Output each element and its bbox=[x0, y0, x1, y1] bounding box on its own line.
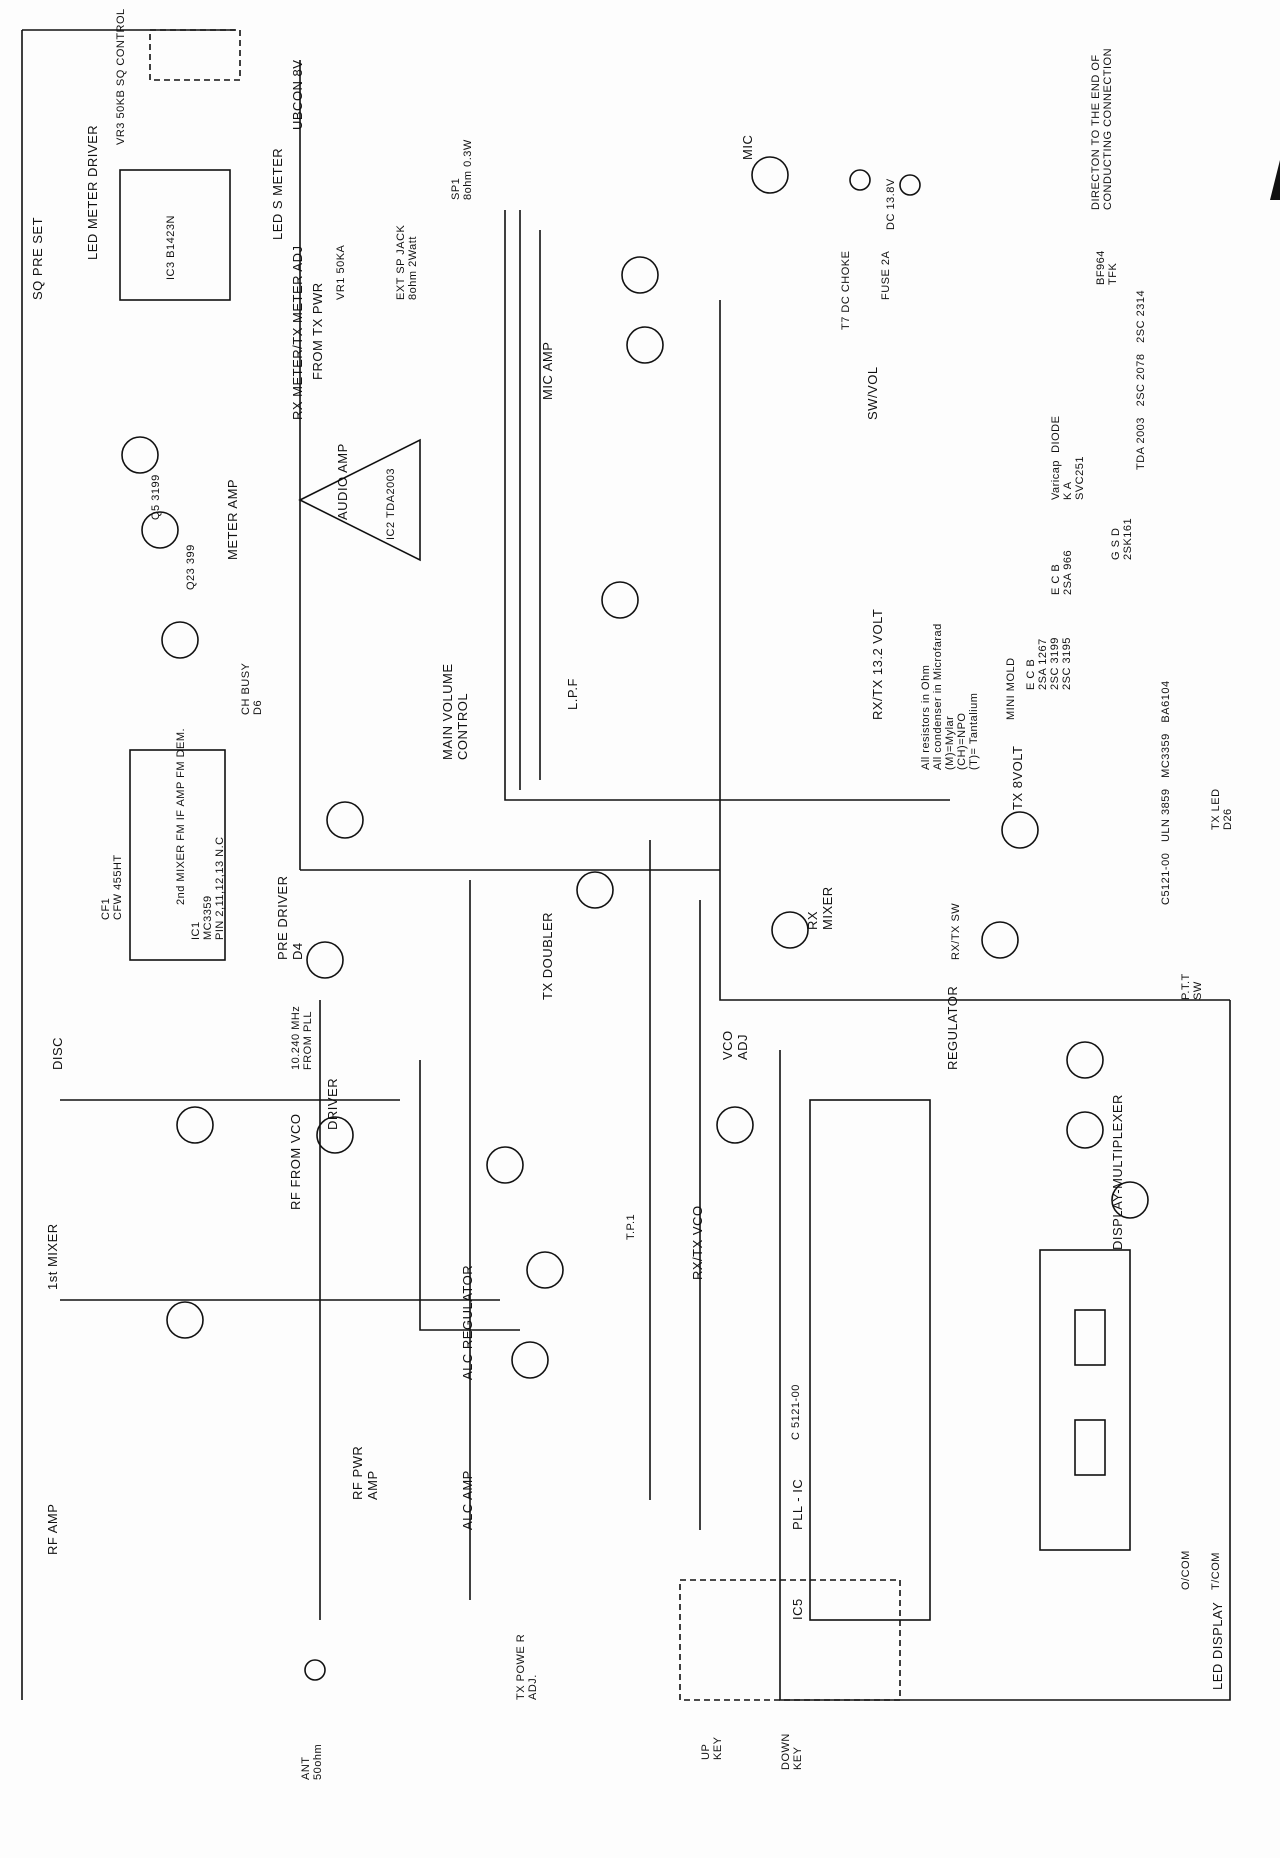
label-o-com: O/COM bbox=[1180, 1550, 1192, 1590]
seven-seg-2 bbox=[1074, 1419, 1106, 1476]
label-notes: All resistors in Ohm All condenser in Mi… bbox=[920, 623, 980, 770]
label-rx-mixer: RX MIXER bbox=[805, 886, 835, 930]
label-bf964: BF964 TFK bbox=[1095, 250, 1119, 285]
label-dc: DC 13.8V bbox=[885, 178, 897, 230]
label-tx-power-adj: TX POWE R ADJ. bbox=[515, 1633, 539, 1700]
label-rf-pwr-amp: RF PWR AMP bbox=[350, 1445, 380, 1500]
page-corner-mark bbox=[1270, 80, 1280, 200]
ic1-body bbox=[129, 749, 226, 961]
ant-connector bbox=[304, 1659, 326, 1681]
label-ic1-func: 2nd MIXER FM IF AMP FM DEM. bbox=[175, 727, 187, 905]
rf-chain bbox=[60, 1000, 500, 1620]
ic5-body bbox=[809, 1099, 931, 1621]
label-ic-pinouts: C5121-00 ULN 3859 MC3359 BA6104 bbox=[1160, 680, 1172, 905]
label-q23: Q23 399 bbox=[185, 544, 197, 590]
label-tp1: T.P.1 bbox=[625, 1213, 637, 1240]
label-mini-mold-parts: E C B 2SA 1267 2SC 3199 2SC 3195 bbox=[1025, 637, 1073, 690]
label-ant: ANT 50ohm bbox=[300, 1743, 324, 1780]
label-mic: MIC bbox=[740, 134, 755, 160]
audio-bus bbox=[504, 210, 950, 801]
pll-bus bbox=[779, 1000, 1231, 1701]
label-ptt: P.T.T SW bbox=[1180, 973, 1204, 1000]
label-meter-adj: RX METER/TX METER ADJ bbox=[290, 245, 305, 420]
label-direction-note: DIRECTON TO THE END OF CONDUCTING CONNEC… bbox=[1090, 47, 1114, 210]
label-rxtx-vco: RX/TX VCO bbox=[690, 1205, 705, 1280]
led-display-body bbox=[1039, 1249, 1131, 1551]
label-to92-parts: E C B 2SA 966 bbox=[1050, 549, 1074, 595]
label-down-key: DOWN KEY bbox=[780, 1733, 804, 1770]
label-pre-driver: PRE DRIVER D4 bbox=[275, 875, 305, 960]
sq-control-box bbox=[149, 29, 241, 81]
label-tx-led: TX LED D26 bbox=[1210, 788, 1234, 830]
key-box bbox=[679, 1579, 901, 1701]
fuse-terminal-minus bbox=[899, 174, 921, 196]
label-disc: DISC bbox=[50, 1036, 65, 1070]
label-fuse: FUSE 2A bbox=[880, 250, 892, 300]
label-ubcon: UBCON 8V bbox=[290, 59, 305, 130]
label-tx-doubler: TX DOUBLER bbox=[540, 911, 555, 1000]
label-c5121: C 5121-00 bbox=[790, 1384, 802, 1440]
label-meter-amp: METER AMP bbox=[225, 478, 240, 560]
label-tx-8volt: TX 8VOLT bbox=[1010, 745, 1025, 810]
label-alc-amp: ALC AMP bbox=[460, 1470, 475, 1530]
seven-seg-1 bbox=[1074, 1309, 1106, 1366]
label-ic5: IC5 bbox=[790, 1598, 805, 1620]
label-rf-from-vco: RF FROM VCO bbox=[288, 1113, 303, 1211]
label-rf-amp: RF AMP bbox=[45, 1503, 60, 1555]
label-mic-amp: MIC AMP bbox=[540, 341, 555, 400]
mic-symbol bbox=[751, 156, 789, 194]
supply-line-13v bbox=[719, 300, 1230, 1001]
label-led-s-meter: LED S METER bbox=[270, 147, 285, 240]
label-sq-pre-set: SQ PRE SET bbox=[30, 216, 45, 300]
transistors bbox=[121, 256, 1149, 1379]
supply-rail-top bbox=[22, 29, 720, 871]
label-pll-ic: PLL - IC bbox=[790, 1478, 805, 1530]
label-main-volume: MAIN VOLUME CONTROL bbox=[440, 663, 470, 760]
label-dc-choke: T7 DC CHOKE bbox=[840, 250, 852, 330]
label-alc-regulator: ALC REGULATOR bbox=[460, 1264, 475, 1380]
label-lpf: L.P.F bbox=[565, 678, 580, 710]
ic2-amplifier bbox=[298, 438, 421, 562]
ic3-body bbox=[119, 169, 231, 301]
label-ch-busy: CH BUSY D6 bbox=[240, 662, 264, 715]
label-rx-tx-sw: RX/TX SW bbox=[950, 902, 962, 960]
label-sq-control: VR3 50KB SQ CONTROL bbox=[115, 8, 127, 145]
label-audio-amp: AUDIO AMP bbox=[335, 443, 350, 520]
label-vr1: VR1 50KA bbox=[335, 244, 347, 300]
label-t-com: T/COM bbox=[1210, 1552, 1222, 1590]
label-from-pll: 10.240 MHz FROM PLL bbox=[290, 1005, 314, 1070]
label-power-parts: TDA 2003 2SC 2078 2SC 2314 bbox=[1135, 289, 1147, 470]
label-varicap: Varicap DIODE K A SVC251 bbox=[1050, 415, 1086, 500]
label-q5: Q5 3199 bbox=[150, 474, 162, 520]
label-mini-mold: MINI MOLD bbox=[1005, 657, 1017, 720]
label-ic1: IC1 MC3359 PIN 2,11,12,13 N.C bbox=[190, 836, 226, 940]
fuse-terminal-plus bbox=[849, 169, 871, 191]
label-display-mux: DISPLAY-MULTIPLEXER bbox=[1110, 1094, 1125, 1250]
label-led-display: LED DISPLAY bbox=[1210, 1601, 1225, 1690]
label-jfet: G S D 2SK161 bbox=[1110, 517, 1134, 560]
label-rxtx-volt: RX/TX 13.2 VOLT bbox=[870, 608, 885, 720]
label-driver: DRIVER bbox=[325, 1077, 340, 1130]
alc-line bbox=[419, 1060, 520, 1331]
label-vco-adj: VCO ADJ bbox=[720, 1030, 750, 1060]
bus-middle bbox=[469, 840, 701, 1600]
label-ic2: IC2 TDA2003 bbox=[385, 468, 397, 540]
label-sp1: SP1 8ohm 0.3W bbox=[450, 139, 474, 200]
label-led-meter-driver: LED METER DRIVER bbox=[85, 124, 100, 260]
label-from-tx-pwr: FROM TX PWR bbox=[310, 282, 325, 380]
label-ic3: IC3 B1423N bbox=[165, 215, 177, 280]
label-ext-sp-jack: EXT SP JACK 8ohm 2Watt bbox=[395, 224, 419, 300]
label-sw-vol: SW/VOL bbox=[865, 366, 880, 420]
label-first-mixer: 1st MIXER bbox=[45, 1223, 60, 1290]
label-regulator: REGULATOR bbox=[945, 985, 960, 1070]
label-cf1: CF1 CFW 455HT bbox=[100, 854, 124, 920]
label-up-key: UP KEY bbox=[700, 1736, 724, 1760]
